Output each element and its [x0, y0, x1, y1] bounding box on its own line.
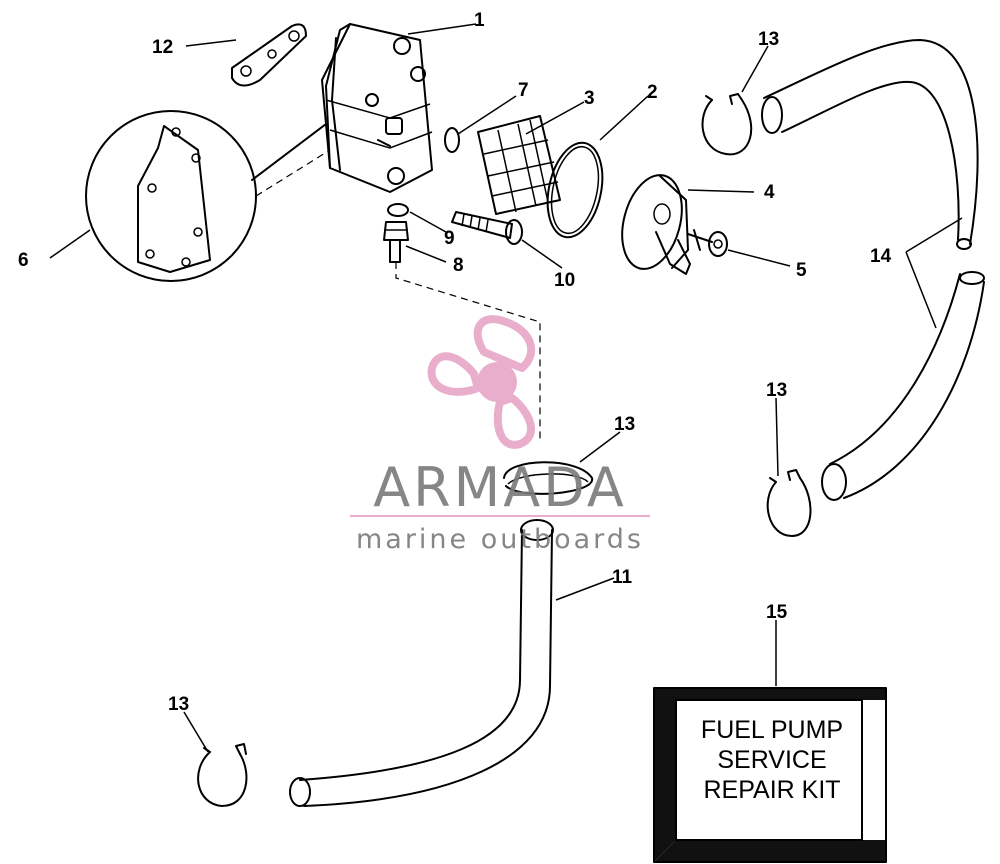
callout-10: 10: [554, 270, 575, 291]
callout-2: 2: [647, 82, 658, 103]
kit-label-line2: SERVICE: [717, 746, 826, 774]
callout-1: 1: [474, 10, 485, 31]
callout-13-middle: 13: [614, 414, 635, 435]
part-15-repair-kit-box: FUEL PUMP SERVICE REPAIR KIT: [653, 687, 887, 863]
part-12-flange-gasket: [231, 23, 307, 87]
callout-11: 11: [612, 567, 633, 588]
watermark-brand: ARMADA: [373, 456, 627, 519]
callout-13-bottom: 13: [168, 694, 189, 715]
watermark-tagline: marine outboards: [356, 524, 644, 555]
part-13-clamp-middle: [503, 461, 593, 495]
callout-4: 4: [764, 182, 775, 203]
part-5-cover-screw: [687, 229, 728, 257]
part-11-hose: [289, 519, 554, 807]
part-13-clamp-bottom: [197, 743, 248, 807]
callout-5: 5: [796, 260, 807, 281]
armada-watermark: ARMADA marine outboards: [350, 315, 650, 555]
callout-13-top: 13: [758, 29, 779, 50]
callout-6: 6: [18, 250, 29, 271]
kit-label-line3: REPAIR KIT: [703, 776, 840, 804]
part-1-fuel-pump-body: [321, 23, 433, 193]
callout-7: 7: [518, 80, 529, 101]
callout-15: 15: [766, 602, 788, 623]
part-7-small-o-ring: [444, 127, 460, 153]
part-3-filter-screen: [477, 115, 561, 215]
leader-lines: [49, 23, 963, 753]
part-2-large-o-ring: [546, 141, 604, 239]
part-14-lower-hose: [821, 271, 985, 501]
part-13-clamp-top: [701, 93, 753, 156]
callout-3: 3: [584, 88, 595, 109]
part-14-upper-hose: [761, 39, 979, 250]
callout-14: 14: [870, 246, 892, 267]
propeller-logo-icon: [427, 315, 536, 449]
callout-8: 8: [453, 255, 464, 276]
callout-numbers: 1 2 3 4 5 6 7 8 9 10 11 12 13 13 13 13 1…: [18, 10, 892, 715]
part-9-o-ring: [387, 203, 409, 217]
part-8-fitting: [383, 221, 409, 263]
part-10-screw: [451, 211, 523, 245]
callout-9: 9: [444, 228, 455, 249]
part-13-clamp-right: [766, 469, 812, 537]
flow-line: [395, 262, 541, 440]
part-6-gasket-detail: [85, 110, 331, 282]
part-4-pump-cover: [621, 174, 691, 275]
kit-label-line1: FUEL PUMP: [701, 716, 843, 744]
callout-13-right: 13: [766, 380, 787, 401]
callout-12: 12: [152, 37, 173, 58]
